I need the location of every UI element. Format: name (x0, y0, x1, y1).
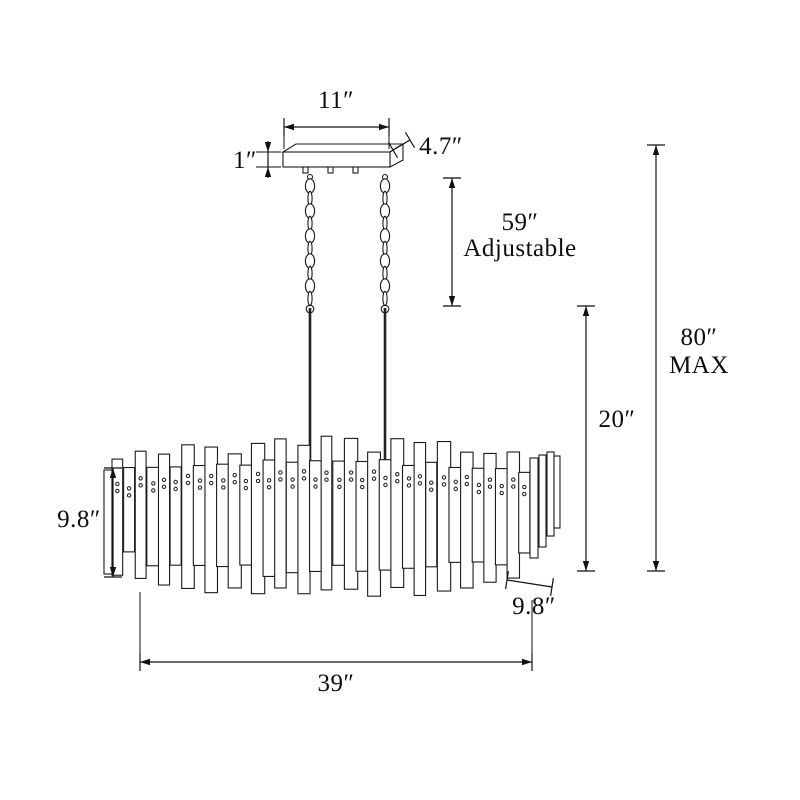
dim-label-max-height: 80″ (680, 324, 718, 351)
dim-label-chain-note: Adjustable (463, 235, 577, 262)
dim-label-drop-height: 20″ (598, 406, 636, 433)
dim-label-chain-length: 59″ (501, 209, 539, 236)
dim-label-body-width: 39″ (317, 670, 355, 697)
dim-label-body-depth: 9.8″ (512, 593, 556, 620)
dim-label-body-height: 9.8″ (57, 506, 101, 533)
dim-label-canopy-depth: 4.7″ (419, 133, 463, 160)
dim-label-max-note: MAX (669, 352, 729, 379)
dim-label-canopy-width: 11″ (318, 87, 354, 114)
dim-label-canopy-height: 1″ (233, 147, 257, 174)
